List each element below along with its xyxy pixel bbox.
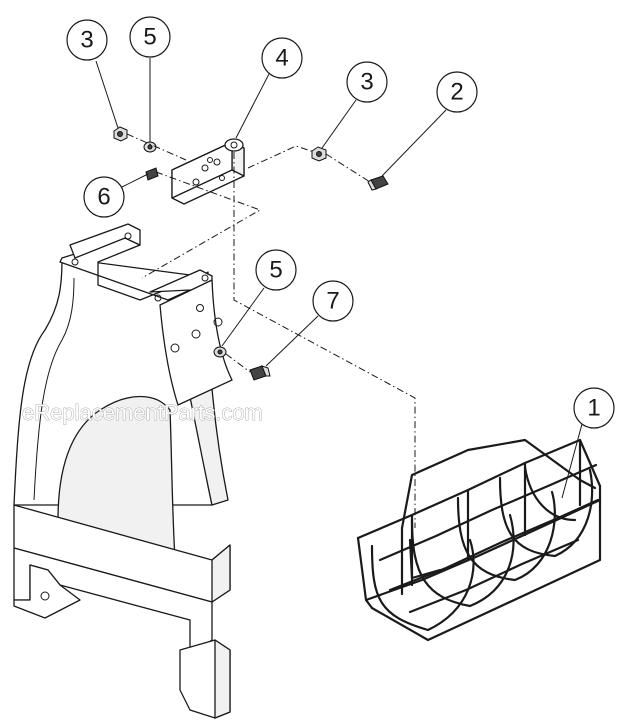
callout-5a: 5 bbox=[129, 16, 171, 58]
callout-4: 4 bbox=[261, 37, 303, 79]
callout-label: 1 bbox=[587, 395, 600, 422]
screw-icon bbox=[249, 365, 271, 381]
washer-icon bbox=[143, 141, 157, 153]
callout-label: 5 bbox=[143, 24, 156, 51]
callout-5b: 5 bbox=[255, 249, 297, 291]
wire-basket bbox=[356, 438, 602, 642]
callout-label: 7 bbox=[326, 288, 339, 315]
callout-label: 6 bbox=[97, 184, 110, 211]
callout-2: 2 bbox=[436, 71, 478, 113]
nut-icon bbox=[113, 126, 128, 142]
callout-6: 6 bbox=[83, 176, 125, 218]
watermark-text: eReplacementParts.com bbox=[22, 400, 263, 425]
set-screw-icon bbox=[145, 167, 159, 181]
stand-base bbox=[13, 223, 233, 719]
washer-icon bbox=[213, 346, 227, 358]
bolt-icon bbox=[367, 175, 389, 191]
callout-7: 7 bbox=[312, 280, 354, 322]
hinge-bracket bbox=[171, 138, 245, 205]
hardware bbox=[113, 126, 389, 381]
nut-icon bbox=[311, 146, 327, 162]
callout-leaders bbox=[95, 58, 583, 499]
callout-3b: 3 bbox=[346, 61, 388, 103]
callout-3a: 3 bbox=[66, 19, 108, 61]
callout-label: 3 bbox=[80, 27, 93, 54]
callout-label: 2 bbox=[450, 79, 463, 106]
assembly-lines bbox=[126, 133, 416, 528]
callout-1: 1 bbox=[573, 387, 615, 429]
callout-label: 4 bbox=[275, 45, 288, 72]
callout-label: 3 bbox=[360, 69, 373, 96]
callout-label: 5 bbox=[269, 257, 282, 284]
